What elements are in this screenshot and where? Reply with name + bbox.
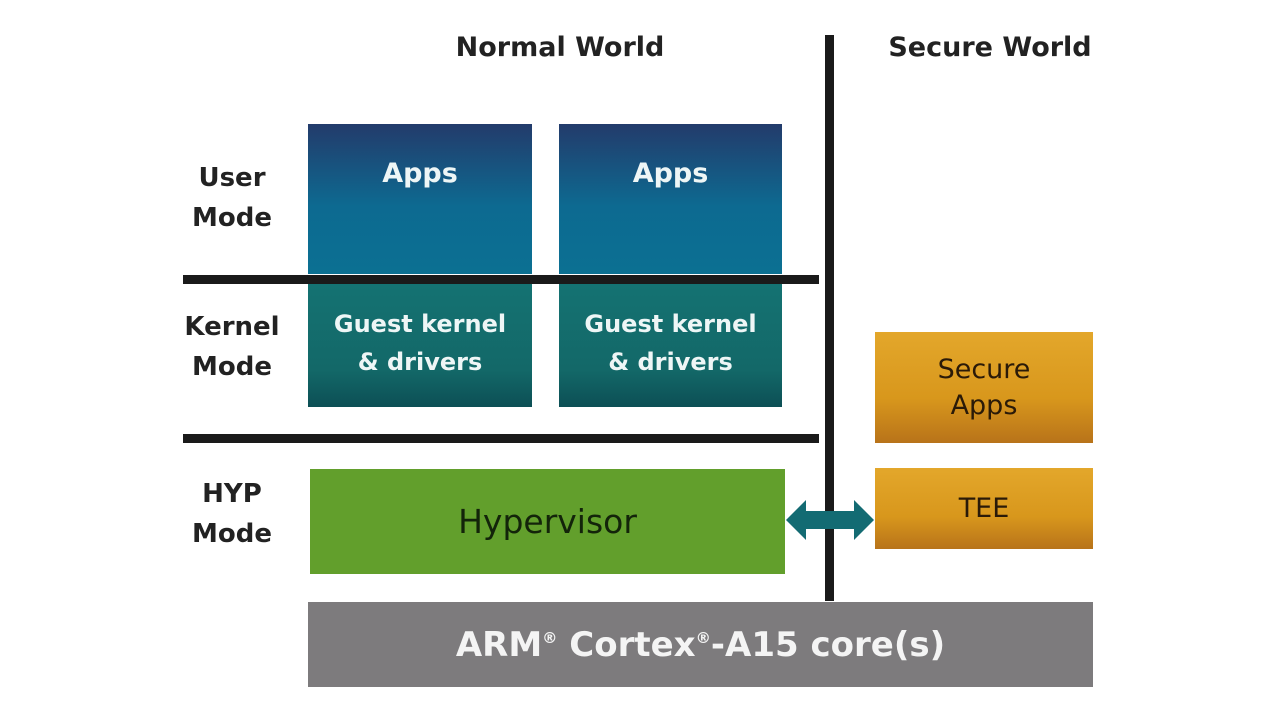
- user-kernel-divider: [183, 275, 819, 284]
- secure-apps-label-line2: Apps: [950, 389, 1018, 421]
- vm2-kernel-label-line2: & drivers: [608, 347, 733, 376]
- vm1-apps-box: Apps: [308, 124, 532, 274]
- normal-world-header: Normal World: [455, 32, 665, 63]
- double-arrow-icon: [786, 500, 874, 540]
- secure-world-header: Secure World: [888, 32, 1092, 63]
- registered-mark: ®: [542, 629, 558, 648]
- kernel-mode-label-line1: Kernel: [184, 312, 280, 342]
- vm1-kernel-label-line2: & drivers: [357, 347, 483, 376]
- hyp-mode-label: HYP Mode: [172, 474, 292, 554]
- user-mode-label-line1: User: [198, 163, 266, 193]
- kernel-mode-label-line2: Mode: [192, 352, 272, 382]
- vm1-apps-label: Apps: [382, 158, 458, 189]
- secure-apps-label-line1: Secure: [937, 353, 1031, 385]
- user-mode-label-line2: Mode: [192, 203, 272, 233]
- world-divider: [825, 35, 834, 601]
- vm2-apps-label: Apps: [632, 158, 709, 189]
- hypervisor-label: Hypervisor: [458, 502, 637, 541]
- secure-apps-box: Secure Apps: [875, 332, 1093, 443]
- vm1-kernel-label-line1: Guest kernel: [333, 309, 507, 338]
- double-arrow-shape: [786, 500, 874, 540]
- arm-core-box: ARM® Cortex®-A15 core(s): [308, 602, 1093, 687]
- tee-box: TEE: [875, 468, 1093, 549]
- hyp-mode-label-line2: Mode: [192, 519, 272, 549]
- vm2-guest-kernel-box: Guest kernel & drivers: [559, 284, 782, 407]
- kernel-mode-label: Kernel Mode: [172, 307, 292, 387]
- vm2-apps-box: Apps: [559, 124, 782, 274]
- vm2-kernel-label-line1: Guest kernel: [584, 309, 757, 338]
- hyp-mode-label-line1: HYP: [202, 479, 262, 509]
- hypervisor-box: Hypervisor: [310, 469, 785, 574]
- core-text-cortex: Cortex: [557, 624, 696, 665]
- vm1-guest-kernel-box: Guest kernel & drivers: [308, 284, 532, 407]
- user-mode-label: User Mode: [172, 158, 292, 238]
- registered-mark: ®: [695, 629, 711, 648]
- core-text-model: -A15 core(s): [710, 624, 946, 665]
- core-text-arm: ARM: [455, 624, 543, 665]
- tee-label: TEE: [958, 492, 1010, 524]
- kernel-hyp-divider: [183, 434, 819, 443]
- arm-core-label: ARM® Cortex®-A15 core(s): [456, 625, 945, 665]
